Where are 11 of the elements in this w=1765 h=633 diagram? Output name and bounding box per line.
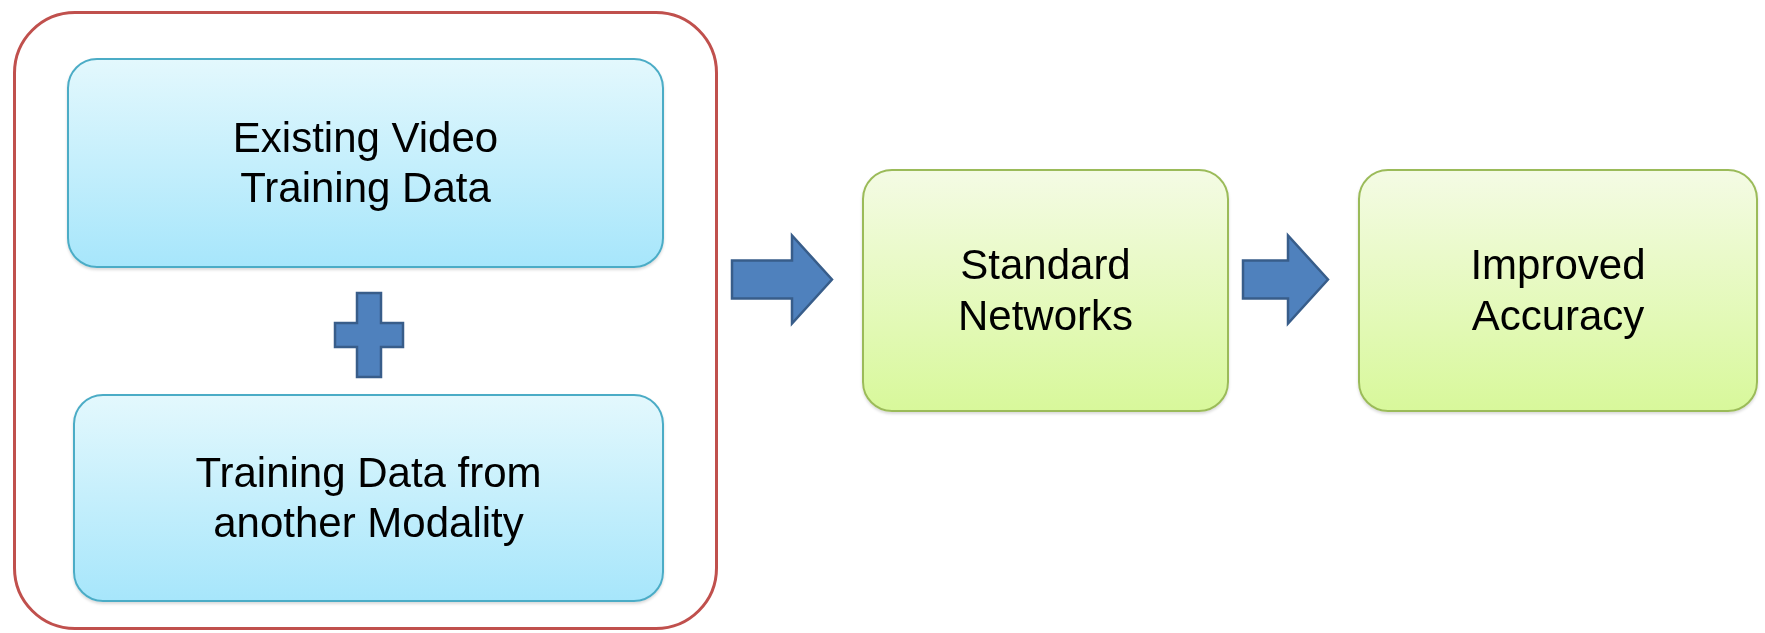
process-box xyxy=(862,169,1229,412)
process-box xyxy=(1358,169,1758,412)
block-arrow xyxy=(730,232,834,327)
process-box xyxy=(73,394,664,602)
box-label: Improved Accuracy xyxy=(1469,240,1647,341)
box-label: Standard Networks xyxy=(956,240,1134,341)
process-box xyxy=(67,58,664,268)
group-frame xyxy=(13,11,718,630)
box-label: Existing Video Training Data xyxy=(231,112,500,213)
block-arrow xyxy=(1241,232,1330,327)
box-label: Training Data from another Modality xyxy=(194,447,543,548)
